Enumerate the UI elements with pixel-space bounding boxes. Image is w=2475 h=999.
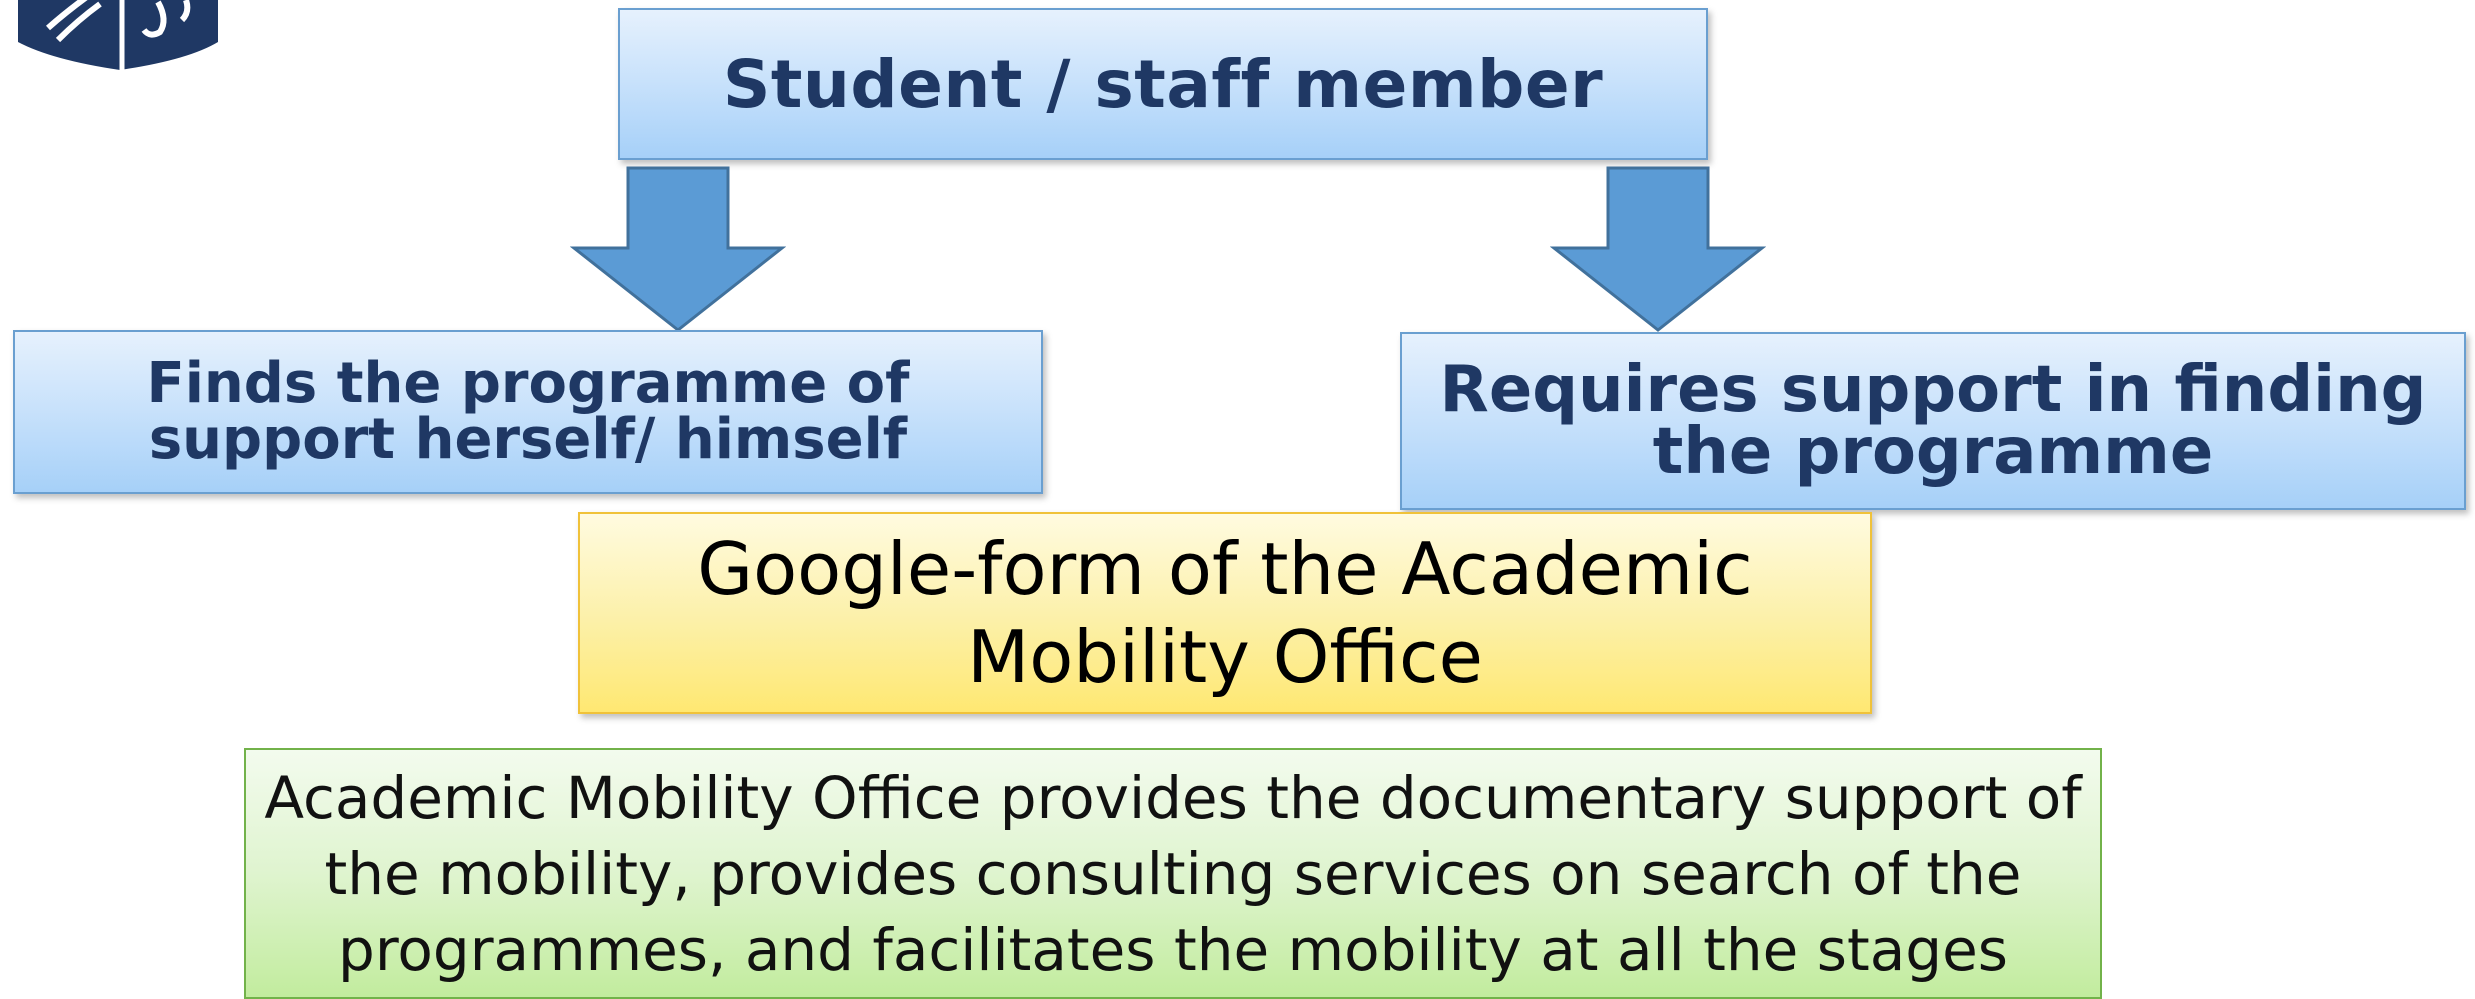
- right-box: Requires support in finding the programm…: [1400, 332, 2466, 510]
- left-box: Finds the programme of support herself/ …: [13, 330, 1043, 494]
- academic-mobility-office-box: Academic Mobility Office provides the do…: [244, 748, 2102, 999]
- university-shield-icon: [18, 0, 218, 70]
- down-arrow-icon: [1550, 166, 1766, 332]
- top-box-label: Student / staff member: [722, 45, 1604, 123]
- left-box-label: Finds the programme of support herself/ …: [146, 351, 910, 472]
- google-form-box: Google-form of the Academic Mobility Off…: [578, 512, 1872, 714]
- academic-mobility-office-label: Academic Mobility Office provides the do…: [264, 763, 2082, 984]
- right-box-label: Requires support in finding the programm…: [1439, 353, 2427, 489]
- down-arrow-icon: [570, 166, 786, 332]
- top-box: Student / staff member: [618, 8, 1708, 160]
- google-form-label: Google-form of the Academic Mobility Off…: [697, 527, 1753, 699]
